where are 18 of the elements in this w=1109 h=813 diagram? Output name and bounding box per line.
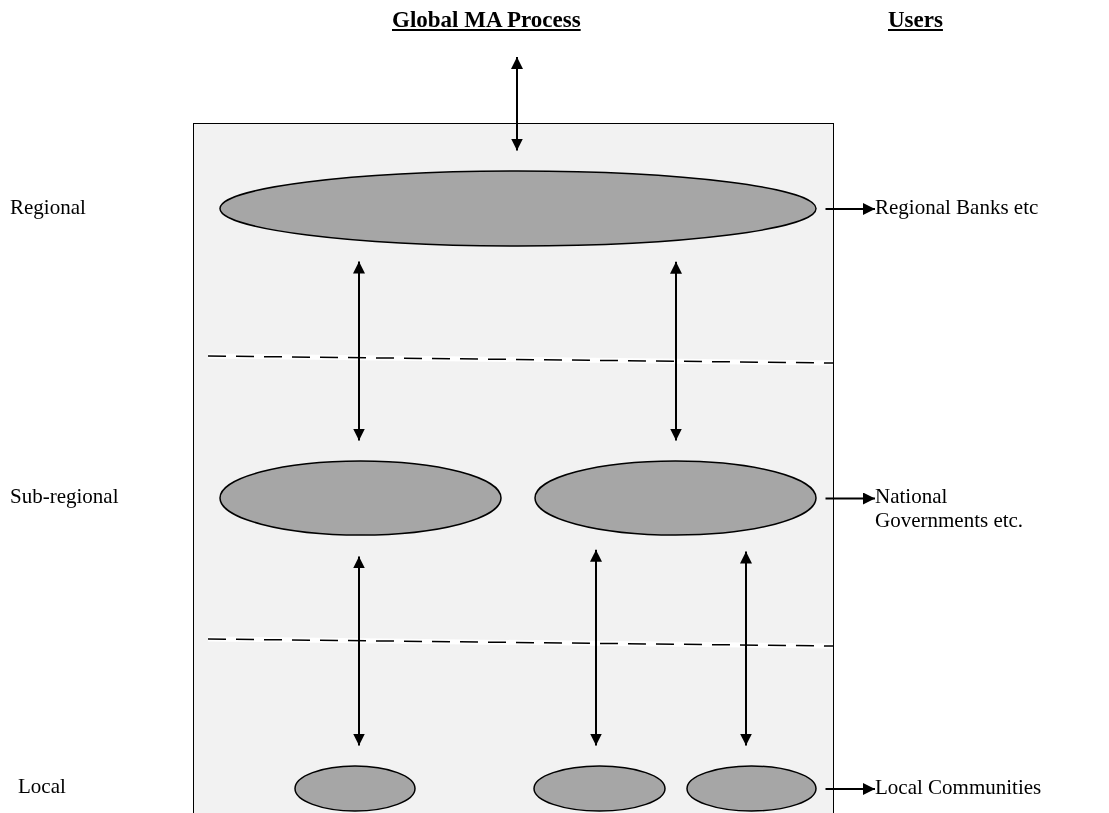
title: Global MA Process bbox=[392, 7, 581, 33]
user-label: National Governments etc. bbox=[875, 484, 1025, 532]
level-label: Local bbox=[18, 774, 66, 799]
arrow bbox=[824, 203, 876, 215]
level-label: Sub-regional bbox=[10, 484, 119, 509]
arrow bbox=[353, 260, 365, 442]
arrow bbox=[670, 260, 682, 442]
user-label: Local Communities bbox=[875, 775, 1043, 799]
column-heading: Users bbox=[888, 7, 943, 33]
level-label: Regional bbox=[10, 195, 86, 220]
user-label: Regional Banks etc bbox=[875, 195, 1040, 219]
arrow bbox=[740, 550, 752, 747]
arrow bbox=[511, 56, 523, 152]
arrow bbox=[590, 548, 602, 747]
panel-box bbox=[193, 123, 834, 813]
arrow bbox=[824, 783, 876, 795]
arrow bbox=[824, 492, 876, 505]
arrow bbox=[353, 555, 365, 747]
